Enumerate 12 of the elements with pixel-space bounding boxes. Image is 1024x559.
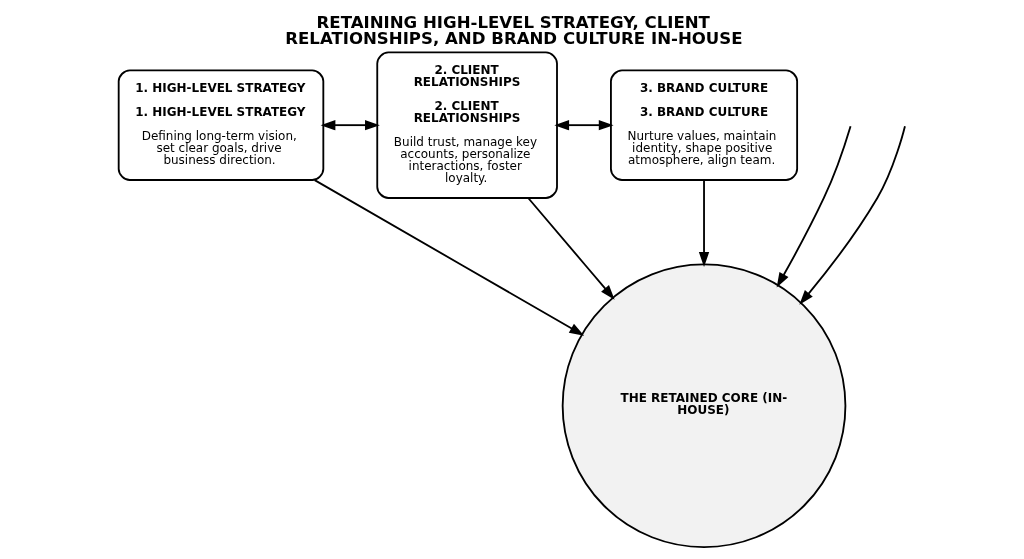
arrow — [776, 125, 852, 288]
arrow — [527, 197, 615, 300]
node-box: 1. HIGH-LEVEL STRATEGY 1. HIGH-LEVEL STRATEGY Defining long-term vision, set clear goals, drive business direction. — [117, 69, 325, 181]
node-box: 3. BRAND CULTURE 3. BRAND CULTURE Nurture values, maintain identity, shape positive atmosphere, align team. — [610, 69, 799, 181]
arrow — [554, 120, 614, 131]
diagram-title: RETAINING HIGH-LEVEL STRATEGY, CLIENT RELATIONSHIPS, AND BRAND CULTURE IN-HOUSE — [285, 12, 743, 49]
node-box: 2. CLIENT RELATIONSHIPS 2. CLIENT RELATIONSHIPS Build trust, manage key accounts, personalize interactions, foster loyalty. — [376, 51, 558, 199]
arrow — [698, 179, 710, 267]
arrow — [799, 125, 906, 305]
arrow — [313, 179, 585, 336]
arrow — [320, 120, 380, 131]
node-circle: THE RETAINED CORE (IN-HOUSE) — [561, 263, 847, 549]
